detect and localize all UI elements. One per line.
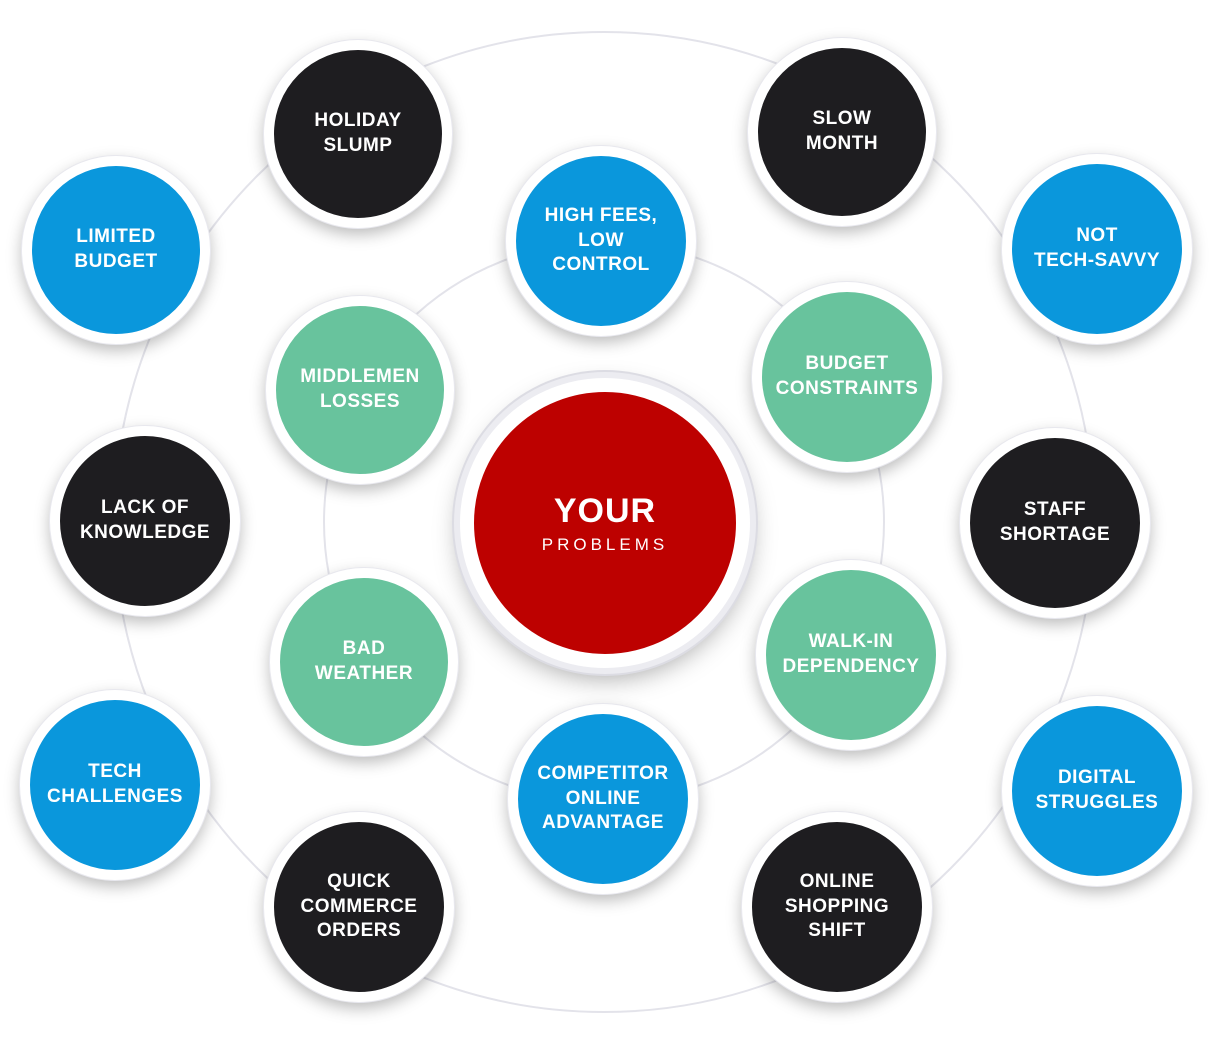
problem-node-tech-challenges: TECH CHALLENGES <box>20 690 210 880</box>
problem-label: STAFF SHORTAGE <box>999 499 1111 545</box>
problem-node-staff-shortage: STAFF SHORTAGE <box>960 428 1150 618</box>
problem-label: BAD WEATHER <box>314 638 414 684</box>
problem-node-middlemen-losses: MIDDLEMEN LOSSES <box>266 296 454 484</box>
problem-node-high-fees: HIGH FEES, LOW CONTROL <box>506 146 696 336</box>
problem-label: DIGITAL STRUGGLES <box>1035 767 1159 813</box>
center-title: YOUR <box>553 491 657 530</box>
center-subtitle: PROBLEMS <box>541 534 669 554</box>
problem-label: MIDDLEMEN LOSSES <box>300 366 420 412</box>
problem-node-digital-struggles: DIGITAL STRUGGLES <box>1002 696 1192 886</box>
problem-label: WALK-IN DEPENDENCY <box>782 631 920 677</box>
problem-label: TECH CHALLENGES <box>47 761 183 807</box>
problem-node-bad-weather: BAD WEATHER <box>270 568 458 756</box>
problem-node-slow-month: SLOW MONTH <box>748 38 936 226</box>
problem-node-quick-commerce-orders: QUICK COMMERCE ORDERS <box>264 812 454 1002</box>
problem-label: HOLIDAY SLUMP <box>314 110 402 156</box>
problem-label: HIGH FEES, LOW CONTROL <box>544 204 658 276</box>
problem-node-competitor-online-advantage: COMPETITOR ONLINE ADVANTAGE <box>508 704 698 894</box>
problem-label: BUDGET CONSTRAINTS <box>775 353 919 399</box>
problem-label: ONLINE SHOPPING SHIFT <box>784 870 890 942</box>
problem-label: NOT TECH-SAVVY <box>1033 225 1161 271</box>
problem-label: COMPETITOR ONLINE ADVANTAGE <box>537 762 669 834</box>
problem-node-walk-in-dependency: WALK-IN DEPENDENCY <box>756 560 946 750</box>
problem-node-limited-budget: LIMITED BUDGET <box>22 156 210 344</box>
problem-label: SLOW MONTH <box>805 108 879 154</box>
problem-node-online-shopping-shift: ONLINE SHOPPING SHIFT <box>742 812 932 1002</box>
problem-label: LIMITED BUDGET <box>74 226 158 272</box>
problem-node-not-tech-savvy: NOT TECH-SAVVY <box>1002 154 1192 344</box>
problem-label: QUICK COMMERCE ORDERS <box>300 870 418 942</box>
problem-label: LACK OF KNOWLEDGE <box>79 497 211 543</box>
center-hub: YOUR PROBLEMS <box>460 378 750 668</box>
problem-node-holiday-slump: HOLIDAY SLUMP <box>264 40 452 228</box>
problem-node-budget-constraints: BUDGET CONSTRAINTS <box>752 282 942 472</box>
problem-node-lack-of-knowledge: LACK OF KNOWLEDGE <box>50 426 240 616</box>
